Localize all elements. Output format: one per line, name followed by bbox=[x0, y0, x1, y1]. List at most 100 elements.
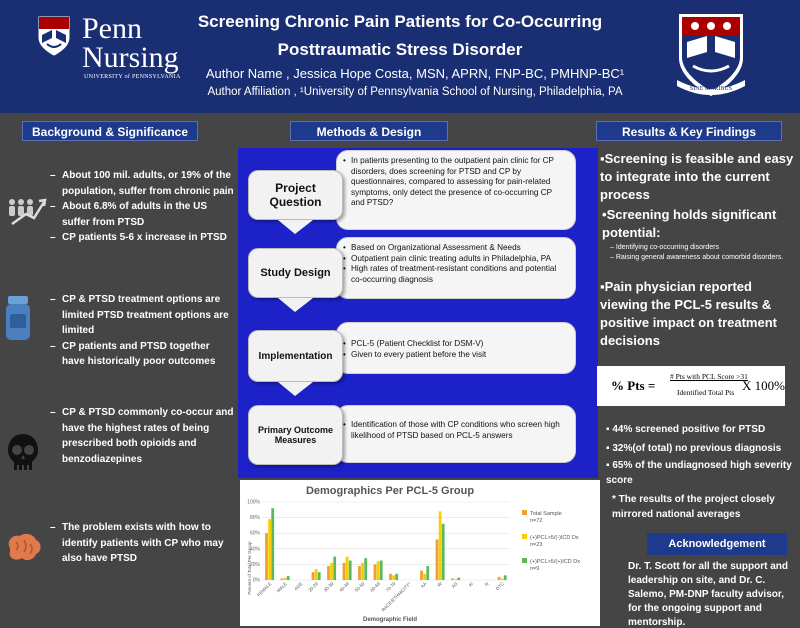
background-group-1: About 100 mil. adults, or 19% of the pop… bbox=[50, 168, 235, 246]
chart-xtick-label: MALE bbox=[276, 581, 288, 593]
poster-title-line1: Screening Chronic Pain Patients for Co-O… bbox=[197, 12, 603, 31]
background-bullet: CP & PTSD commonly co-occur and have the… bbox=[50, 405, 235, 467]
chart-bar bbox=[438, 511, 442, 580]
chart-legend-label: n=9 bbox=[530, 566, 539, 572]
poster-affiliation: Author Affiliation , ¹University of Penn… bbox=[207, 86, 623, 98]
chart-xtick-label: 20-29 bbox=[307, 581, 319, 593]
poster-header: Penn Nursing UNIVERSITY of PENNSYLVANIA … bbox=[0, 0, 800, 113]
background-bullet: The problem exists with how to identify … bbox=[50, 520, 235, 567]
bullet-icon: • bbox=[602, 207, 607, 222]
background-group-3: CP & PTSD commonly co-occur and have the… bbox=[50, 405, 235, 467]
chart-bar bbox=[503, 575, 507, 580]
chart-xtick-label: 70-79 bbox=[385, 581, 397, 593]
chart-bar bbox=[441, 523, 445, 580]
method-bullet: Outpatient pain clinic treating adults i… bbox=[343, 254, 565, 265]
square-bullet-icon: ▪ bbox=[600, 279, 605, 294]
formula-rhs: X 100% bbox=[742, 378, 785, 393]
method-label-primary-outcome: Primary Outcome Measures bbox=[248, 405, 343, 465]
formula-numerator: # Pts with PCL Score >31 bbox=[670, 372, 748, 381]
method-details-2: PCL-5 (Patient Checklist for DSM-V) Give… bbox=[336, 322, 576, 374]
finding-text: 44% screened positive for PTSD bbox=[612, 424, 766, 435]
chart-ytick-label: 40% bbox=[250, 546, 261, 552]
method-label-study-design: Study Design bbox=[248, 248, 343, 298]
results-main-3-text: Pain physician reported viewing the PCL-… bbox=[600, 279, 777, 348]
chart-bar bbox=[454, 579, 457, 580]
method-label-implementation: Implementation bbox=[248, 330, 343, 382]
chart-bar bbox=[311, 572, 315, 580]
chart-legend-swatch bbox=[522, 510, 527, 515]
logo-nursing-text: Nursing bbox=[82, 41, 179, 74]
chart-legend-label: Total Sample bbox=[530, 511, 562, 517]
chart-ytick-label: 0% bbox=[253, 578, 261, 584]
chart-ytick-label: 60% bbox=[250, 531, 261, 537]
results-main-1-text: Screening is feasible and easy to integr… bbox=[600, 151, 794, 202]
background-group-2: CP & PTSD treatment options are limited … bbox=[50, 292, 235, 370]
chart-bar bbox=[426, 565, 430, 580]
chart-bar bbox=[358, 565, 361, 580]
chart-bar bbox=[379, 560, 383, 580]
chart-bar bbox=[500, 578, 504, 580]
chart-bar bbox=[265, 533, 268, 580]
method-bullet: Given to every patient before the visit bbox=[343, 350, 565, 361]
chart-bar bbox=[280, 578, 284, 580]
results-main-3: ▪Pain physician reported viewing the PCL… bbox=[600, 278, 796, 350]
penn-nursing-logo: Penn Nursing UNIVERSITY of PENNSYLVANIA bbox=[30, 10, 200, 88]
background-bullet: CP patients 5-6 x increase in PTSD bbox=[50, 230, 235, 246]
finding-item: ▪ 32%(of total) no previous diagnosis bbox=[606, 443, 782, 454]
background-bullet: CP patients and PTSD together have histo… bbox=[50, 339, 235, 370]
seal-motto: SINE MORIBUS bbox=[690, 86, 732, 92]
university-seal-icon: SINE MORIBUS bbox=[677, 14, 745, 96]
chart-xtick-label: AGE bbox=[293, 581, 303, 591]
chart-bar bbox=[395, 573, 399, 580]
method-label-project-question: Project Question bbox=[248, 170, 343, 220]
chart-xtick-label: 40-49 bbox=[338, 581, 350, 593]
chart-title: Demographics Per PCL-5 Group bbox=[306, 485, 474, 497]
chart-legend-swatch bbox=[522, 558, 527, 563]
square-bullet-icon: ▪ bbox=[600, 151, 605, 166]
chart-ytick-label: 20% bbox=[250, 562, 261, 568]
chart-xtick-label: 50-59 bbox=[354, 581, 366, 593]
flow-arrow-icon bbox=[278, 382, 313, 396]
chart-bar bbox=[364, 558, 368, 580]
chart-legend-label: n=72 bbox=[530, 518, 542, 524]
demographics-chart: Demographics Per PCL-5 Group Percent of … bbox=[240, 480, 600, 626]
results-sub-item: – Raising general awareness about comorb… bbox=[610, 253, 784, 261]
chart-bar bbox=[271, 508, 275, 580]
method-details-0: In patients presenting to the outpatient… bbox=[336, 150, 576, 230]
chart-bar bbox=[392, 575, 395, 580]
chart-xtick-label: AS bbox=[451, 581, 459, 589]
chart-bar bbox=[389, 573, 392, 580]
chart-xtick-label: AI bbox=[467, 581, 474, 588]
chart-bar bbox=[361, 562, 364, 580]
results-sub-text: Raising general awareness about comorbid… bbox=[615, 253, 784, 261]
chart-bar bbox=[435, 539, 439, 580]
formula-denominator: Identified Total Pts bbox=[677, 388, 735, 397]
acknowledgement-text: Dr. T. Scott for all the support and lea… bbox=[628, 561, 789, 628]
formula-lhs: % Pts = bbox=[611, 378, 656, 393]
chart-ytick-label: 80% bbox=[250, 515, 261, 521]
method-bullet: In patients presenting to the outpatient… bbox=[343, 156, 565, 209]
results-sub-text: Identifying co-occurring disorders bbox=[615, 244, 719, 251]
finding-item: ▪ 65% of the undiagnosed high severity s… bbox=[606, 460, 792, 486]
chart-bar bbox=[317, 572, 321, 580]
background-bullet: About 100 mil. adults, or 19% of the pop… bbox=[50, 168, 235, 199]
chart-bar bbox=[376, 561, 380, 580]
results-sub-item: – Identifying co-occurring disorders bbox=[610, 244, 719, 251]
chart-xtick-label: 60-69 bbox=[369, 581, 381, 593]
method-bullet: Identification of those with CP conditio… bbox=[343, 420, 565, 441]
chart-bar bbox=[286, 576, 290, 580]
methods-heading: Methods & Design bbox=[290, 121, 448, 141]
chart-legend-label: (+)PCL>5/(+)ICD Dx bbox=[530, 559, 580, 565]
penn-shield-icon bbox=[38, 16, 70, 56]
poster-title-line2: Posttraumatic Stress Disorder bbox=[277, 40, 523, 59]
background-bullet: CP & PTSD treatment options are limited … bbox=[50, 292, 235, 339]
results-main-2: •Screening holds significant potential: bbox=[600, 206, 796, 242]
chart-bar bbox=[345, 556, 349, 580]
method-bullet: PCL-5 (Patient Checklist for DSM-V) bbox=[343, 339, 565, 350]
logo-subtitle: UNIVERSITY of PENNSYLVANIA bbox=[84, 74, 181, 80]
logo-penn-text: Penn bbox=[82, 12, 142, 45]
chart-ylabel: Percent of Total Per Group bbox=[247, 541, 252, 595]
chart-bar bbox=[333, 556, 337, 580]
chart-bar bbox=[373, 564, 377, 580]
results-note-text: The results of the project closely mirro… bbox=[612, 494, 775, 520]
